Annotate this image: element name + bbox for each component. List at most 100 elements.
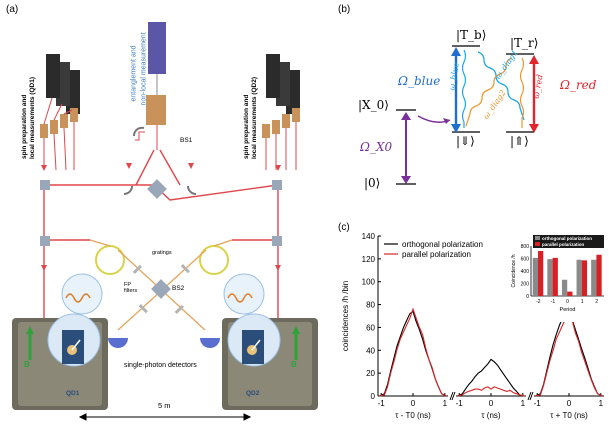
bs2-label: BS2 (172, 285, 185, 292)
inset-legend-swatch (535, 236, 540, 240)
bs1-label: BS1 (180, 137, 193, 144)
inset-bar-parallel (538, 251, 544, 296)
central-laser (135, 22, 166, 150)
y-tick-label: 0 (371, 392, 376, 401)
state-up: |⇑⟩ (510, 134, 529, 148)
inset-y-axis-label: Coincidence /h (511, 254, 517, 287)
inset-legend-label: parallel polarization (542, 242, 585, 247)
x-tick-label: -1 (378, 399, 386, 408)
x-axis-label: τ + T0 (ns) (550, 411, 588, 420)
inset-bar-parallel (596, 254, 602, 296)
inset-bar-orthogonal (561, 279, 568, 296)
axis-break (449, 391, 454, 401)
qd1-label: QD1 (66, 390, 80, 397)
omega-red-label: Ω_red (560, 78, 597, 92)
inset-x-tick-label: 2 (595, 299, 598, 305)
x-axis-label: τ - T0 (ns) (395, 411, 431, 420)
qd2-label: QD2 (246, 390, 260, 397)
optics (40, 126, 282, 246)
panel-label-b: (b) (338, 4, 351, 15)
inset-y-tick-label: 800 (521, 244, 530, 250)
inset-bar-orthogonal (547, 259, 553, 296)
x-tick-label: 0 (411, 399, 416, 408)
inset-legend-swatch (535, 242, 540, 246)
relaxation-arrowhead (443, 118, 450, 124)
gratings-label: gratings (152, 250, 172, 256)
gratings-filters (132, 264, 190, 314)
axis-break (527, 391, 532, 401)
qd2-caption: spin preparation and local measurements … (243, 76, 258, 159)
omega-blue-arrow (451, 47, 461, 133)
x-tick-label: -1 (456, 399, 464, 408)
y-tick-label: 120 (362, 255, 376, 264)
inset-bar-parallel (567, 291, 573, 296)
detectors-label: single-photon detectors (124, 362, 197, 369)
cryostat-qd2 (222, 313, 318, 410)
legend-label: orthogonal polarization (402, 240, 483, 249)
y-axis-label: coincidences /h /bin (341, 281, 350, 351)
cryostat-qd1 (12, 313, 108, 410)
x-tick-label: 0 (567, 399, 572, 408)
inset-bar-orthogonal (576, 259, 582, 296)
energy-levels (396, 45, 534, 185)
x-tick-label: 1 (443, 399, 448, 408)
bs2-cube (151, 279, 171, 299)
emission-bubbles (61, 273, 265, 315)
y-tick-label: 100 (362, 278, 376, 287)
qd1-laser-stack (40, 54, 80, 171)
x-tick-label: 1 (521, 399, 526, 408)
inset-x-tick-label: -1 (551, 299, 556, 305)
y-tick-label: 80 (366, 301, 375, 310)
state-tb: |T_b⟩ (456, 28, 487, 42)
series-line-orthogonal (379, 310, 447, 397)
inset-bar-parallel (552, 257, 558, 296)
inset-y-tick-label: 0 (526, 294, 529, 300)
inset-bar-orthogonal (591, 259, 597, 296)
x-axis-label: τ (ns) (481, 411, 500, 420)
y-tick-label: 60 (366, 323, 375, 332)
beam-arrows (41, 163, 281, 271)
b-field-label-1: B (24, 360, 30, 369)
y-tick-label: 40 (366, 346, 375, 355)
omega-red-arrow (529, 55, 539, 133)
center-caption-2: non-local measurement (140, 32, 148, 106)
omega-x0-label: Ω_X0 (360, 140, 393, 154)
series-line-orthogonal (457, 358, 525, 397)
scale-bar (78, 413, 252, 421)
state-zero: |0⟩ (364, 176, 381, 190)
inset-legend-label: orthogonal polarization (542, 236, 592, 241)
center-caption-1: entanglement and (130, 45, 138, 102)
emission-waves (461, 49, 525, 128)
omega-blue-label: Ω_blue (398, 74, 441, 88)
inset-bar-orthogonal (532, 257, 539, 296)
x-tick-label: 0 (489, 399, 494, 408)
single-photon-detectors (108, 338, 220, 348)
y-tick-label: 140 (362, 232, 376, 241)
axis-break (451, 391, 456, 401)
legend-label: parallel polarization (402, 250, 471, 259)
inset-y-tick-label: 400 (521, 269, 530, 275)
qd2-laser-stack (262, 54, 300, 170)
qd1-caption: spin preparation and local measurements … (21, 76, 36, 159)
state-down: |⇓⟩ (456, 134, 475, 148)
y-tick-label: 20 (366, 369, 375, 378)
state-x0: |X_0⟩ (358, 98, 389, 112)
x-tick-label: 1 (599, 399, 604, 408)
axis-break (529, 391, 534, 401)
state-tr: |T_r⟩ (510, 36, 539, 50)
inset-bar-parallel (581, 260, 588, 296)
inset-x-tick-label: 0 (566, 299, 569, 305)
series-line-parallel (457, 386, 525, 397)
omega-x0-arrow (401, 112, 411, 184)
level-scheme (396, 45, 539, 185)
series-line-parallel (535, 312, 603, 397)
setup-diagram (12, 22, 318, 421)
inset-y-tick-label: 200 (521, 282, 530, 288)
panel-label-a: (a) (6, 4, 19, 15)
scale-label: 5 m (158, 401, 171, 410)
panel-label-c: (c) (338, 222, 350, 233)
inset-y-tick-label: 600 (521, 257, 530, 263)
inset-x-tick-label: -2 (536, 299, 541, 305)
series-line-parallel (379, 307, 447, 397)
